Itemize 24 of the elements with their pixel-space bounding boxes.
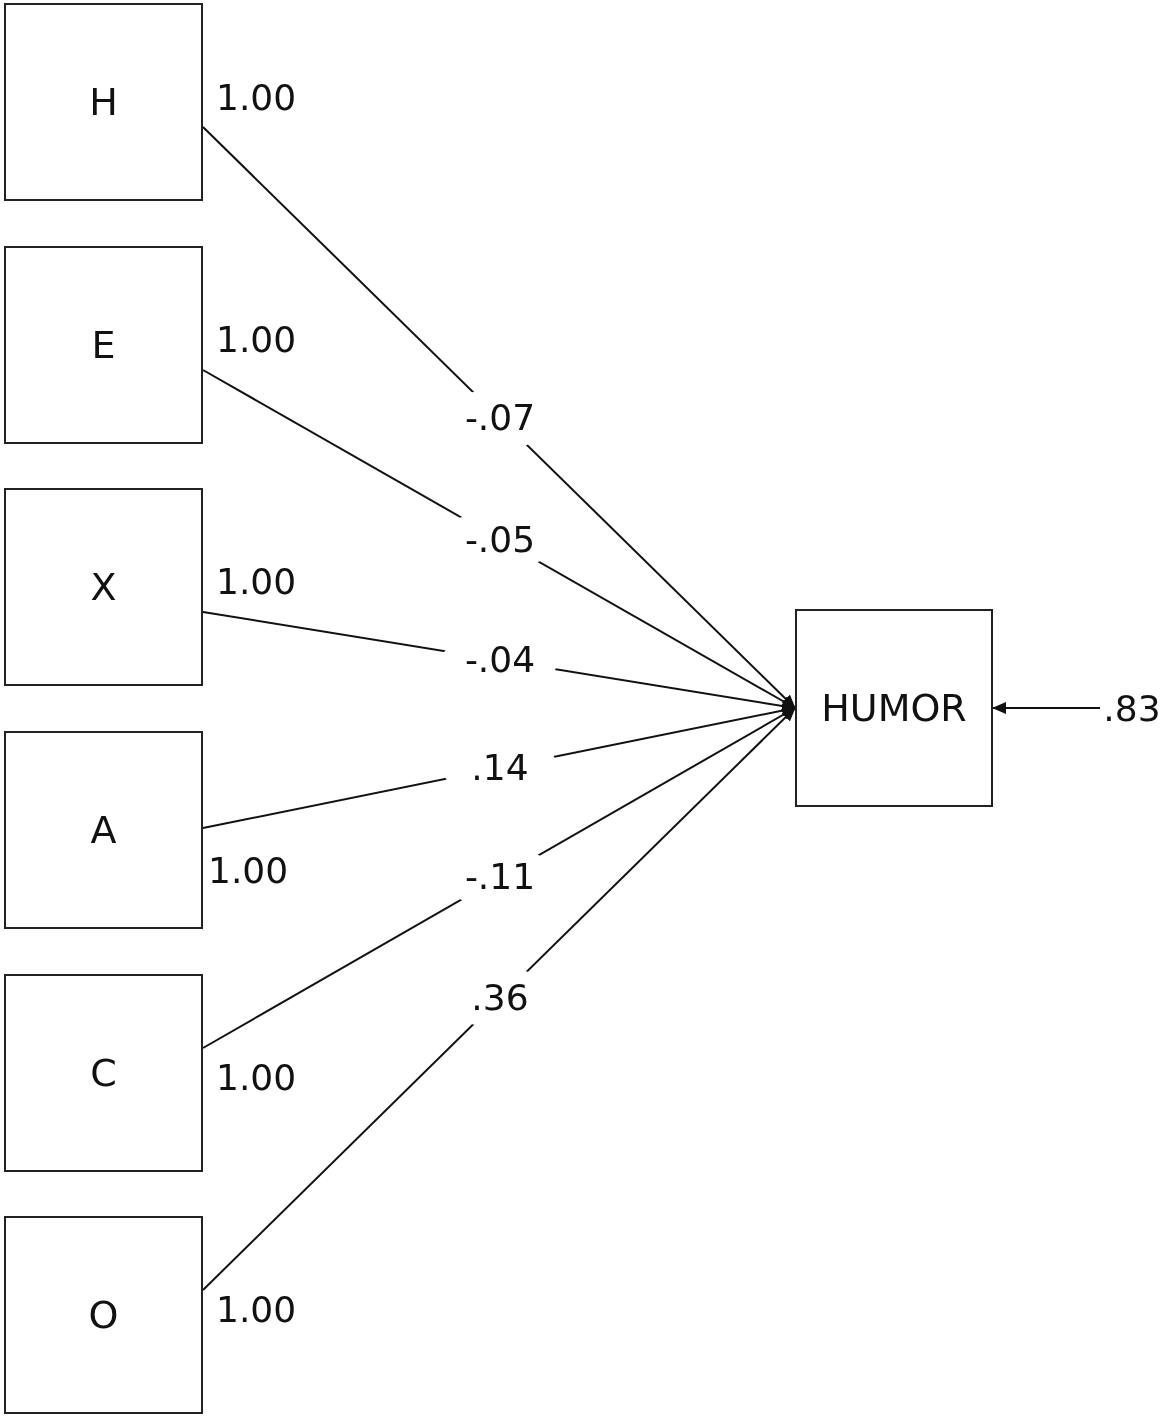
error-value: .83 [1103, 687, 1161, 729]
arrow [202, 126, 796, 709]
variable-box [4, 974, 203, 1172]
variable-name: HUMOR [821, 686, 967, 730]
variable-name: O [88, 1293, 119, 1337]
variable-name: A [90, 808, 117, 852]
variable-name: C [90, 1051, 117, 1095]
edge-label: -.11 [464, 859, 536, 896]
variable-box [4, 488, 203, 686]
variable-name: H [89, 80, 118, 124]
edge-label: -.07 [464, 400, 536, 437]
variable-name: E [91, 323, 116, 367]
arrow [992, 702, 1101, 714]
edge-label: -.05 [464, 521, 536, 558]
variable-box [4, 246, 203, 444]
variable-box [4, 731, 203, 929]
variable-name: X [90, 565, 117, 609]
edge-label: .14 [471, 749, 529, 786]
edge-label: -.04 [464, 642, 536, 679]
variable-box [795, 609, 993, 807]
arrow [202, 707, 796, 1291]
variable-box [4, 1216, 203, 1414]
variable-box [4, 3, 203, 201]
edge-label: .36 [471, 980, 529, 1016]
